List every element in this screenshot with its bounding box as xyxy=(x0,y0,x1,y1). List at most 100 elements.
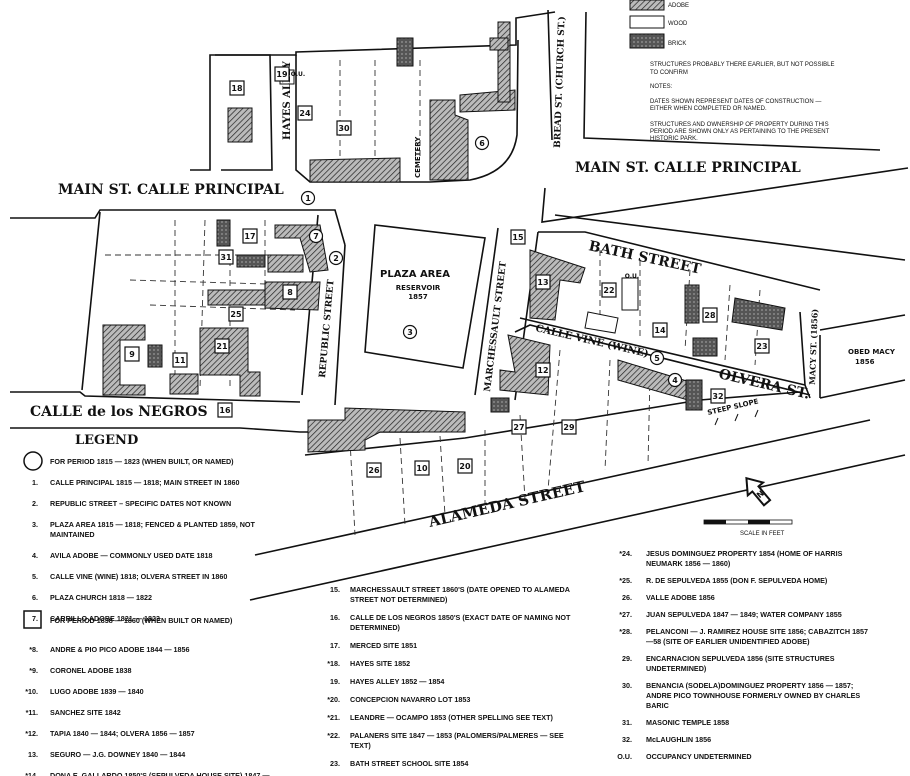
bread-street-label: BREAD ST. (CHURCH ST.) xyxy=(552,16,568,148)
legend-number: 3. xyxy=(32,520,38,529)
marker-square-11 xyxy=(172,352,188,368)
marker-square-9 xyxy=(124,346,140,362)
note-dates: DATES SHOWN REPRESENT DATES OF CONSTRUCT… xyxy=(650,99,823,112)
legend-entry: JESUS DOMINGUEZ PROPERTY 1854 (HOME OF H… xyxy=(646,549,843,558)
key-brick-label: BRICK xyxy=(668,41,686,47)
reservoir-label: RESERVOIR xyxy=(396,284,441,292)
main-street-label-left: MAIN ST. CALLE PRINCIPAL xyxy=(58,182,284,198)
legend-number: *28. xyxy=(619,627,632,636)
obed-macy-label: OBED MACY xyxy=(848,348,896,356)
main-street-label-right: MAIN ST. CALLE PRINCIPAL xyxy=(575,160,801,176)
legend-entry: MERCED SITE 1851 xyxy=(350,641,417,650)
legend-number: *25. xyxy=(619,576,632,585)
marker-label-23: 23 xyxy=(756,342,767,351)
legend-entry: JUAN SEPULVEDA 1847 — 1849; WATER COMPAN… xyxy=(646,610,842,619)
marker-label-20: 20 xyxy=(459,462,471,471)
scale-label: SCALE IN FEET xyxy=(740,531,785,537)
marker-label-12: 12 xyxy=(537,366,548,375)
marker-square-20 xyxy=(457,458,473,474)
marker-circle-4 xyxy=(667,372,683,388)
material-key: ADOBE WOOD BRICK STRUCTURES PROBABLY THE… xyxy=(629,0,836,142)
marker-square-19 xyxy=(274,66,290,82)
legend-entry: LEANDRE — OCAMPO 1853 (OTHER SPELLING SE… xyxy=(350,713,553,722)
legend-number: 17. xyxy=(330,641,340,650)
marker-label-10: 10 xyxy=(416,464,428,473)
marker-label-13: 13 xyxy=(537,278,548,287)
marker-label-5: 5 xyxy=(654,354,660,363)
marker-label-4: 4 xyxy=(672,376,678,385)
legend-circle-header: FOR PERIOD 1815 — 1823 (WHEN BUILT, OR N… xyxy=(50,457,234,466)
legend-number: *8. xyxy=(29,645,38,654)
legend-number: 5. xyxy=(32,572,38,581)
legend-square-icon xyxy=(23,610,42,629)
legend-number: *27. xyxy=(619,610,632,619)
legend-number: 1. xyxy=(32,478,38,487)
legend-number: *20. xyxy=(327,695,340,704)
legend-number: 19. xyxy=(330,677,340,686)
key-probable-note: STRUCTURES PROBABLY THERE EARLIER, BUT N… xyxy=(650,62,836,76)
marker-square-12 xyxy=(535,362,551,378)
legend-entry: TEXT) xyxy=(350,741,371,750)
marker-square-18 xyxy=(229,80,245,96)
marker-square-28 xyxy=(702,307,718,323)
legend-entry: BATH STREET SCHOOL SITE 1854 xyxy=(350,759,468,768)
obed-macy-year: 1856 xyxy=(855,358,875,366)
legend-entry: CONCEPCION NAVARRO LOT 1853 xyxy=(350,695,470,704)
marker-label-29: 29 xyxy=(563,423,575,432)
marker-label-1: 1 xyxy=(305,194,311,203)
marker-square-31 xyxy=(218,249,234,265)
marker-label-26: 26 xyxy=(368,466,380,475)
legend-number: *22. xyxy=(327,731,340,740)
marker-circle-3 xyxy=(402,324,418,340)
legend-entry: BENANCIA (SODELA)DOMINGUEZ PROPERTY 1856… xyxy=(646,681,853,690)
plaza-area: PLAZA AREA RESERVOIR 1857 xyxy=(380,269,450,301)
legend-number: *12. xyxy=(25,729,38,738)
legend-number: 26. xyxy=(622,593,632,602)
legend-entry: PALANERS SITE 1847 — 1853 (PALOMERS/PALM… xyxy=(350,731,564,740)
legend-entry: AVILA ADOBE — COMMONLY USED DATE 1818 xyxy=(50,551,213,560)
brick-buildings xyxy=(147,37,786,413)
hayes-alley-label: HAYES ALLEY xyxy=(282,60,293,140)
legend-number: 6. xyxy=(32,593,38,602)
marker-label-9: 9 xyxy=(129,350,135,359)
legend-number: 31. xyxy=(622,718,632,727)
marker-square-22 xyxy=(601,282,617,298)
legend-entry: OCCUPANCY UNDETERMINED xyxy=(646,752,752,761)
legend-entry: UNDETERMINED) xyxy=(646,664,707,673)
legend-entry: NEUMARK 1856 — 1860) xyxy=(646,559,731,568)
marker-square-27 xyxy=(511,419,527,435)
legend-number: *24. xyxy=(619,549,632,558)
marker-label-30: 30 xyxy=(338,124,350,133)
north-label: N xyxy=(755,489,766,500)
legend-title: LEGEND xyxy=(75,433,138,448)
marker-label-27: 27 xyxy=(513,423,524,432)
legend-number: 29. xyxy=(622,654,632,663)
macy-street-label: MACY ST. (1856) xyxy=(807,309,820,386)
legend-entry: R. DE SEPULVEDA 1855 (DON F. SEPULVEDA H… xyxy=(646,576,828,585)
legend-entry: MAINTAINED xyxy=(50,530,95,539)
marker-square-21 xyxy=(214,338,230,354)
plaza-title: PLAZA AREA xyxy=(380,269,450,280)
marker-label-14: 14 xyxy=(654,326,666,335)
legend-entry: BARIC xyxy=(646,701,669,710)
marker-label-ou: O.U. xyxy=(625,273,639,280)
legend-entry: ANDRE PICO TOWNHOUSE FORMERLY OWNED BY C… xyxy=(646,691,860,700)
marker-label-15: 15 xyxy=(512,233,524,242)
legend-entry: CALLE VINE (WINE) 1818; OLVERA STREET IN… xyxy=(50,572,227,581)
marker-square-8 xyxy=(282,284,298,300)
legend-entry: MARCHESSAULT STREET 1860'S (DATE OPENED … xyxy=(350,585,570,594)
legend-number: 4. xyxy=(32,551,38,560)
legend-number: *11. xyxy=(26,708,38,717)
cemetery-label: CEMETERY xyxy=(414,136,422,178)
legend-entry: HAYES ALLEY 1852 — 1854 xyxy=(350,677,444,686)
legend-number: 16. xyxy=(330,613,340,622)
legend-entry: McLAUGHLIN 1856 xyxy=(646,735,711,744)
marker-circle-5 xyxy=(649,350,665,366)
marker-label-8: 8 xyxy=(287,288,293,297)
legend-entry: CORONEL ADOBE 1838 xyxy=(50,666,131,675)
legend-entry: DETERMINED) xyxy=(350,623,401,632)
marker-square-17 xyxy=(242,228,258,244)
marker-square-13 xyxy=(535,274,551,290)
street-names: MAIN ST. CALLE PRINCIPAL MAIN ST. CALLE … xyxy=(30,16,896,531)
